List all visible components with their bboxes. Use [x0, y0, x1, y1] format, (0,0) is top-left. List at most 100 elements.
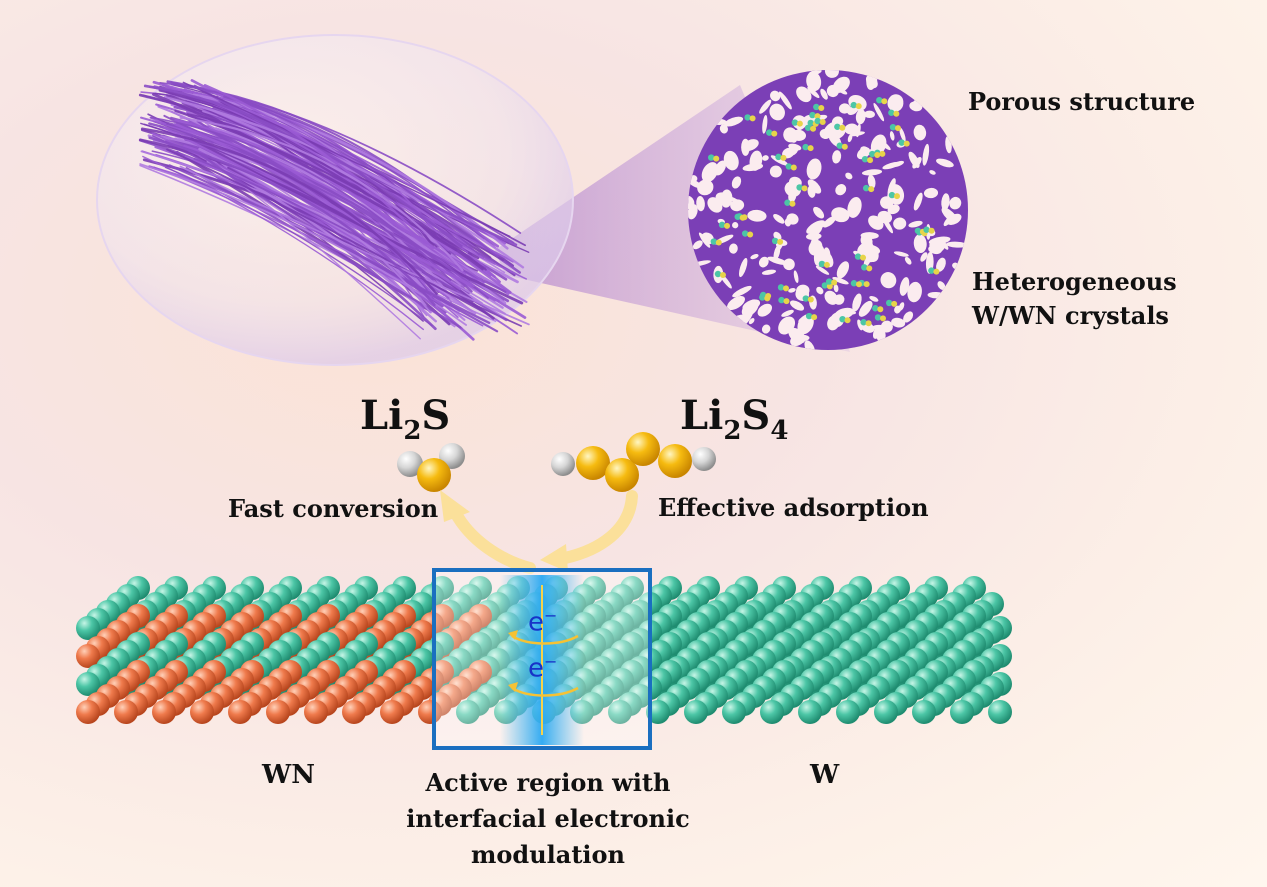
crystal-dot [866, 265, 873, 272]
fiber-strand [203, 84, 435, 250]
pore [912, 156, 922, 169]
pore [793, 270, 799, 284]
crystal-dot [807, 145, 814, 152]
pore [941, 193, 950, 211]
pore [845, 172, 853, 180]
pore [729, 243, 738, 254]
fiber-strand [182, 81, 511, 238]
crystal-dot [914, 227, 922, 234]
lattice-atom [912, 700, 936, 724]
fiber-strand [223, 96, 499, 258]
pore [847, 134, 853, 143]
crystal-dot [714, 270, 722, 278]
pore [804, 340, 815, 350]
active-region-frame [432, 568, 652, 750]
crystal-dot [860, 319, 867, 326]
pore [697, 179, 714, 196]
pore [769, 103, 785, 121]
pore [769, 165, 782, 178]
pore [855, 109, 866, 125]
pore [936, 158, 954, 168]
pore [833, 284, 839, 293]
crystal-dot [791, 119, 799, 126]
crystal-dot [801, 185, 808, 192]
crystal-dot [879, 150, 886, 157]
pore [868, 215, 884, 230]
crystal-dot [796, 184, 803, 191]
fiber-strand [140, 127, 438, 295]
pore [855, 123, 861, 138]
electron-label-2: e− [528, 652, 557, 684]
pore [899, 277, 910, 296]
pore [719, 124, 728, 134]
li2s4-formula: Li2S4 [680, 392, 788, 446]
lattice-atom [760, 700, 784, 724]
pore [831, 116, 844, 127]
crystal-dot [771, 237, 779, 245]
pore [762, 115, 768, 134]
crystal-dot [844, 317, 851, 324]
crystal-dot [785, 163, 793, 170]
pore [773, 214, 785, 224]
pore [861, 169, 883, 176]
li2s-molecule [397, 443, 465, 492]
crystal-dot [839, 315, 846, 323]
pore [813, 206, 825, 219]
hetero-line-1: Heterogeneous [972, 267, 1177, 296]
electron-flow-arrow-1 [511, 634, 579, 645]
pore [732, 285, 752, 298]
li2s-formula: Li2S [360, 392, 450, 446]
crystal-dot [719, 271, 726, 278]
crystal-dot [759, 294, 766, 301]
lattice-atom [76, 672, 100, 696]
crystal-dot [893, 110, 900, 117]
pore [788, 287, 796, 293]
crystal-dot [850, 280, 858, 287]
crystal-dot [855, 103, 862, 110]
crystal-dot [874, 314, 882, 321]
pore [688, 204, 698, 220]
crystal-dot [814, 117, 821, 125]
crystal-dot [718, 221, 726, 229]
crystal-dot [877, 306, 884, 313]
pore [788, 185, 797, 204]
pore [857, 319, 863, 331]
pore [807, 179, 822, 194]
crystal-dot [715, 239, 722, 246]
pore [913, 192, 923, 211]
electron-flow-head-1 [508, 630, 518, 640]
crystal-dot [802, 295, 810, 302]
pore [832, 76, 850, 93]
electron-symbol-1: e [528, 607, 544, 638]
crystal-dot [854, 253, 862, 260]
crystal-dot [775, 153, 782, 161]
crystal-dot [888, 109, 895, 116]
crystal-dot [818, 260, 826, 268]
crystal-dot [708, 154, 715, 161]
crystal-dot [809, 111, 816, 119]
hetero-line-2: W/WN crystals [972, 301, 1169, 330]
pore [847, 196, 862, 218]
electron-flow-head-2 [508, 682, 518, 692]
pore [836, 261, 850, 279]
crystal-dot [891, 300, 898, 307]
pore [750, 254, 759, 260]
fiber-strand [143, 84, 463, 248]
pore [724, 116, 744, 127]
fiber-strand [148, 122, 473, 293]
crystal-dot [881, 98, 888, 105]
pore [913, 124, 927, 141]
li2s4-molecule [551, 432, 716, 492]
arrow-head-right [540, 544, 568, 572]
crystal-dot [933, 268, 940, 275]
pore [790, 136, 797, 143]
crystal-dot [713, 155, 720, 162]
pore [937, 281, 946, 290]
li2s-sub: 2 [403, 416, 422, 446]
crystal-dot [749, 115, 756, 122]
pore [759, 99, 772, 114]
lattice-atom [342, 700, 366, 724]
fiber-strand [179, 165, 530, 326]
crystal-dot [867, 157, 874, 164]
crystal-dot [821, 282, 829, 289]
